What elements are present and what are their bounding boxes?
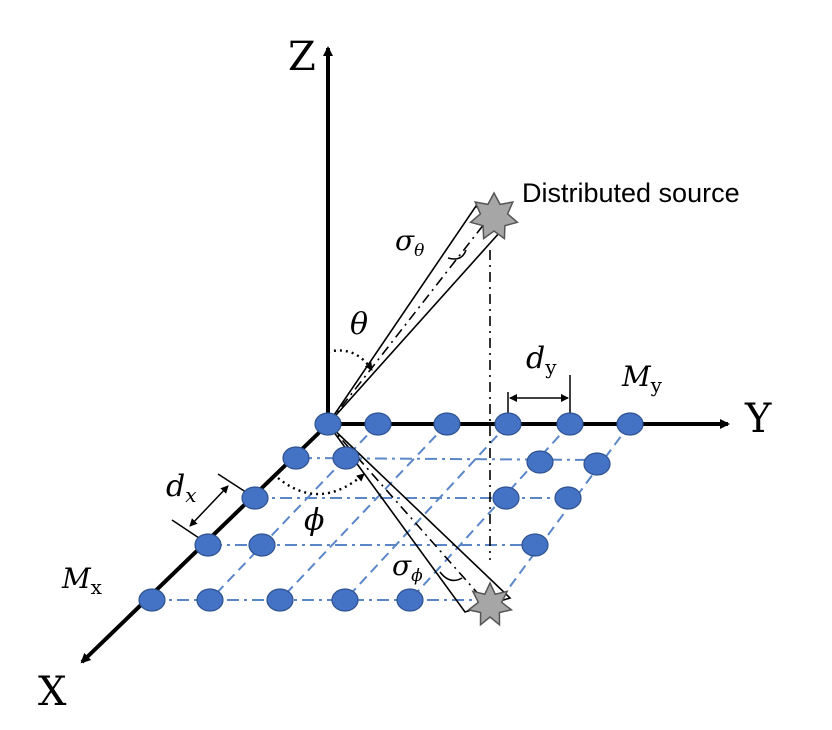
array-grid bbox=[152, 423, 631, 601]
sensor-element bbox=[433, 412, 461, 436]
sensor-element bbox=[556, 412, 584, 436]
sensor-element bbox=[396, 588, 424, 612]
sensor-element bbox=[492, 486, 520, 510]
my-label: My bbox=[621, 360, 663, 397]
x-axis-label: X bbox=[38, 669, 67, 715]
projected-source-star-icon bbox=[466, 581, 514, 627]
sensor-element bbox=[241, 486, 269, 510]
grid-col-line bbox=[344, 423, 509, 601]
dy-base: d bbox=[526, 341, 545, 376]
z-axis-label: Z bbox=[288, 34, 316, 80]
sensor-element bbox=[138, 588, 166, 612]
theta-arc bbox=[327, 349, 373, 371]
sensor-element bbox=[248, 533, 276, 557]
sensor-element bbox=[194, 533, 222, 557]
sigma-theta-label: σθ bbox=[395, 224, 424, 261]
sensor-element bbox=[331, 588, 359, 612]
phi-label: ϕ bbox=[304, 503, 324, 538]
sigma-theta-base: σ bbox=[395, 224, 415, 257]
sensor-element bbox=[616, 412, 644, 436]
mx-base: M bbox=[61, 562, 92, 595]
distributed-source-star-icon bbox=[469, 191, 519, 241]
sigma-phi-label: σϕ bbox=[392, 549, 423, 586]
dy-label: dy bbox=[526, 341, 557, 379]
sigma-theta-arc bbox=[447, 249, 467, 260]
sensor-element bbox=[554, 486, 582, 510]
my-base: M bbox=[621, 360, 652, 393]
dy-indicator bbox=[507, 375, 571, 414]
sigma-phi-sub: ϕ bbox=[411, 566, 423, 586]
sensor-element bbox=[314, 412, 342, 436]
sensor-element bbox=[583, 452, 611, 476]
grid-col-line bbox=[499, 423, 631, 601]
sensor-element bbox=[332, 446, 360, 470]
sensor-element bbox=[494, 412, 522, 436]
sensor-element bbox=[521, 533, 549, 557]
azimuth-center-line bbox=[327, 423, 489, 606]
dx-sub: x bbox=[185, 483, 196, 507]
grid-col-line bbox=[279, 423, 448, 601]
sensor-element bbox=[526, 450, 554, 474]
mx-sub: x bbox=[91, 575, 103, 599]
dx-label: dx bbox=[166, 469, 197, 507]
sigma-theta-sub: θ bbox=[414, 241, 424, 261]
my-sub: y bbox=[650, 373, 663, 397]
dx-arrow bbox=[189, 485, 229, 527]
theta-label: θ bbox=[350, 307, 368, 342]
sensor-element bbox=[364, 412, 392, 436]
sigma-phi-base: σ bbox=[392, 549, 412, 582]
sensor-element bbox=[282, 446, 310, 470]
sigma-phi-arc bbox=[439, 571, 463, 582]
distributed-source-label: Distributed source bbox=[522, 178, 740, 208]
mx-label: Mx bbox=[61, 562, 103, 599]
sensor-element bbox=[196, 588, 224, 612]
y-axis-label: Y bbox=[744, 396, 772, 442]
dx-base: d bbox=[166, 469, 185, 504]
sensor-element bbox=[266, 588, 294, 612]
dy-sub: y bbox=[544, 355, 557, 379]
sensor-array bbox=[138, 412, 644, 612]
